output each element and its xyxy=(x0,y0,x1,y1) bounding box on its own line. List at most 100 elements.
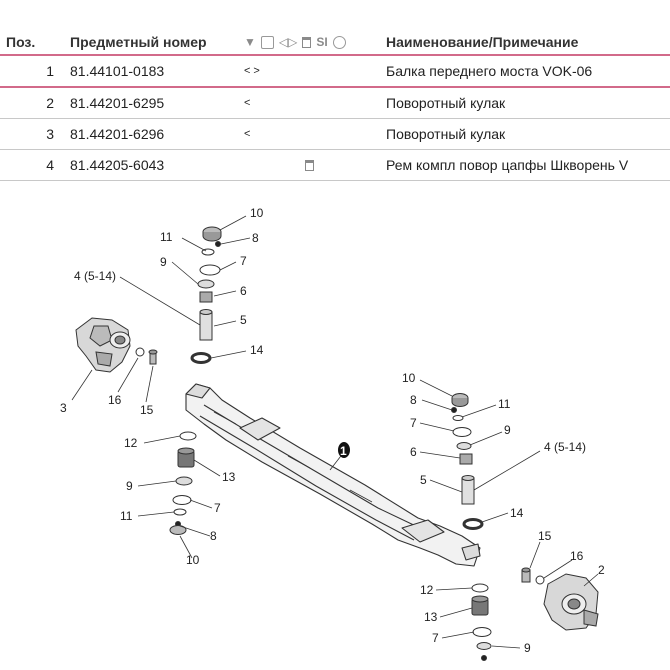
callout-15: 15 xyxy=(140,403,154,417)
row-number: 81.44201-6295 xyxy=(70,95,165,111)
row-flag: < xyxy=(244,97,254,109)
can-icon xyxy=(305,159,314,171)
callout-labels: 10 8 11 7 9 6 4 (5-14) 5 14 3 16 15 12 1… xyxy=(60,206,605,655)
table-row[interactable]: 3 81.44201-6296 < Поворотный кулак xyxy=(0,119,670,150)
si-label[interactable]: SI xyxy=(316,35,328,49)
callout-16: 16 xyxy=(108,393,122,407)
callout-10-right: 10 xyxy=(402,371,416,385)
row-name: Рем компл повор цапфы Шкворень V xyxy=(386,157,629,173)
seal-9b xyxy=(175,476,193,486)
callout-9-lower: 9 xyxy=(126,479,133,493)
callout-4: 4 (5-14) xyxy=(74,269,116,283)
row-number: 81.44101-0183 xyxy=(70,63,165,79)
right-lower-stack[interactable] xyxy=(471,583,492,661)
callout-12-right: 12 xyxy=(420,583,434,597)
callout-9-right-lower: 9 xyxy=(524,641,531,655)
callout-14-right: 14 xyxy=(510,506,524,520)
callout-15-right: 15 xyxy=(538,529,552,543)
callout-4-right: 4 (5-14) xyxy=(544,440,586,454)
nipple-8c xyxy=(451,407,457,413)
bushing-6c xyxy=(459,453,473,465)
right-kingpin-stack[interactable] xyxy=(451,393,484,530)
callout-9: 9 xyxy=(160,255,167,269)
washer-7c xyxy=(452,427,472,437)
washer-7 xyxy=(199,264,221,276)
ring-12c xyxy=(471,583,489,593)
callout-1-marker xyxy=(338,442,350,458)
ring-14c xyxy=(462,518,484,530)
table-header: Поз. Предметный номер ▼ ◁▷ SI Наименован… xyxy=(0,30,670,56)
ring-14 xyxy=(190,352,212,364)
callout-6: 6 xyxy=(240,284,247,298)
callout-7: 7 xyxy=(240,254,247,268)
callout-10: 10 xyxy=(250,206,264,220)
axle-beam[interactable] xyxy=(185,383,481,567)
callout-6-right: 6 xyxy=(410,445,417,459)
image-icon[interactable] xyxy=(260,35,274,49)
callout-3: 3 xyxy=(60,401,67,415)
row-flag: <> xyxy=(244,65,263,77)
ring-11b xyxy=(173,508,187,516)
washer-16 xyxy=(135,347,145,357)
callout-7-lower: 7 xyxy=(214,501,221,515)
table-row[interactable]: 4 81.44205-6043 Рем компл повор цапфы Шк… xyxy=(0,150,670,181)
header-number[interactable]: Предметный номер xyxy=(70,34,207,50)
callout-8-right: 8 xyxy=(410,393,417,407)
nipple-8 xyxy=(215,241,221,247)
washer-7d xyxy=(472,627,492,637)
kingpin-5c xyxy=(461,477,475,505)
row-number: 81.44205-6043 xyxy=(70,157,165,173)
info-circle-icon[interactable] xyxy=(332,35,346,49)
callout-8-lower: 8 xyxy=(210,529,217,543)
arrows-icon[interactable]: ◁▷ xyxy=(278,35,298,49)
left-kingpin-stack[interactable] xyxy=(190,226,222,364)
seal-9c xyxy=(456,442,472,450)
row-pos: 2 xyxy=(46,95,54,111)
row-name: Поворотный кулак xyxy=(386,126,506,142)
callout-11-lower: 11 xyxy=(120,509,133,523)
bushing-6 xyxy=(199,291,213,303)
callout-11-right: 11 xyxy=(498,397,511,411)
ring-11 xyxy=(201,248,215,256)
kingpin-5 xyxy=(199,311,213,341)
left-steering-knuckle[interactable] xyxy=(75,317,158,373)
callout-12: 12 xyxy=(124,436,138,450)
table-row[interactable]: 2 81.44201-6295 < Поворотный кулак xyxy=(0,88,670,119)
cap-10b xyxy=(169,525,187,535)
ring-12 xyxy=(179,431,197,441)
exploded-diagram: 10 8 11 7 9 6 4 (5-14) 5 14 3 16 15 12 1… xyxy=(60,206,605,661)
seal-9d xyxy=(476,642,492,650)
left-lower-stack[interactable] xyxy=(169,431,197,535)
row-pos: 1 xyxy=(46,63,54,79)
row-name: Балка переднего моста VOK-06 xyxy=(386,63,593,79)
right-steering-knuckle[interactable] xyxy=(521,567,599,631)
callout-13-right: 13 xyxy=(424,610,438,624)
callout-1: 1 xyxy=(340,444,347,458)
row-can xyxy=(305,150,355,180)
leader-lines xyxy=(71,215,599,649)
callout-10-lower: 10 xyxy=(186,553,200,567)
parts-table: Поз. Предметный номер ▼ ◁▷ SI Наименован… xyxy=(0,30,670,181)
washer-7b xyxy=(172,495,192,505)
callout-7-right: 7 xyxy=(410,416,417,430)
washer-16c xyxy=(535,575,545,585)
can-icon[interactable] xyxy=(302,36,312,48)
row-flag: < xyxy=(244,128,254,140)
filter-icon[interactable]: ▼ xyxy=(244,35,256,49)
callout-11: 11 xyxy=(160,230,173,244)
callout-16-right: 16 xyxy=(570,549,584,563)
callout-7-right-lower: 7 xyxy=(432,631,439,645)
table-row[interactable]: 1 81.44101-0183 <> Балка переднего моста… xyxy=(0,56,670,88)
callout-14: 14 xyxy=(250,343,264,357)
callout-9-right: 9 xyxy=(504,423,511,437)
row-number: 81.44201-6296 xyxy=(70,126,165,142)
callout-8: 8 xyxy=(252,231,259,245)
callout-5-right: 5 xyxy=(420,473,427,487)
callout-2: 2 xyxy=(598,563,605,577)
callout-5: 5 xyxy=(240,313,247,327)
row-pos: 3 xyxy=(46,126,54,142)
ring-11c xyxy=(452,415,464,421)
header-name[interactable]: Наименование/Примечание xyxy=(386,34,579,50)
header-pos[interactable]: Поз. xyxy=(6,34,36,50)
row-pos: 4 xyxy=(46,157,54,173)
